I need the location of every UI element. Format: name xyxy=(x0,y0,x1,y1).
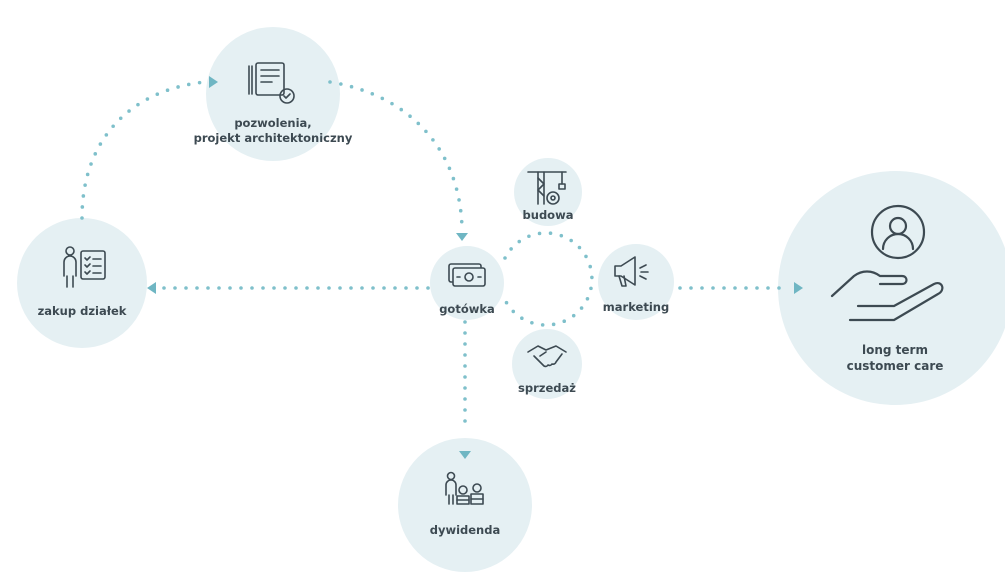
budowa-circle xyxy=(514,158,582,226)
marketing-circle xyxy=(598,244,674,320)
connector-zakup-to-pozwolenia xyxy=(80,80,207,220)
pozwolenia-label-line1: pozwolenia, xyxy=(234,116,312,130)
dividend-coins-icon xyxy=(445,471,484,505)
arrow-to-customer xyxy=(794,282,803,294)
customer-care-label-line2: customer care xyxy=(846,359,944,373)
arrow-to-zakup xyxy=(147,282,156,294)
construction-crane-icon xyxy=(527,171,567,205)
inner-cycle-ring xyxy=(503,231,594,327)
handshake-icon xyxy=(527,345,567,368)
pozwolenia-label-line2: projekt architektoniczny xyxy=(193,131,353,145)
megaphone-icon xyxy=(614,256,649,287)
land-purchase-icon xyxy=(63,246,106,288)
customer-care-label-line1: long term xyxy=(862,343,928,357)
arrow-to-pozwolenia xyxy=(209,76,218,88)
dywidenda-label: dywidenda xyxy=(429,523,501,537)
arrow-to-dywidenda xyxy=(459,451,471,459)
customer-care-circle xyxy=(778,171,1005,405)
marketing-label: marketing xyxy=(602,300,670,314)
document-permit-icon xyxy=(248,62,295,104)
dywidenda-circle xyxy=(398,438,532,572)
customer-care-hand-icon xyxy=(830,204,944,322)
customer-care-label: long term customer care xyxy=(835,342,955,374)
pozwolenia-circle xyxy=(206,27,340,161)
sprzedaz-circle xyxy=(512,329,582,399)
cash-icon xyxy=(448,263,486,287)
arrow-to-gotowka xyxy=(456,233,468,241)
gotowka-label: gotówka xyxy=(439,302,495,316)
zakup-circle xyxy=(17,218,147,348)
connector-pozwolenia-to-gotowka xyxy=(328,80,464,230)
zakup-label: zakup działek xyxy=(37,304,127,318)
pozwolenia-label: pozwolenia, projekt architektoniczny xyxy=(180,116,366,146)
budowa-label: budowa xyxy=(522,208,574,222)
sprzedaz-label: sprzedaż xyxy=(518,381,576,395)
